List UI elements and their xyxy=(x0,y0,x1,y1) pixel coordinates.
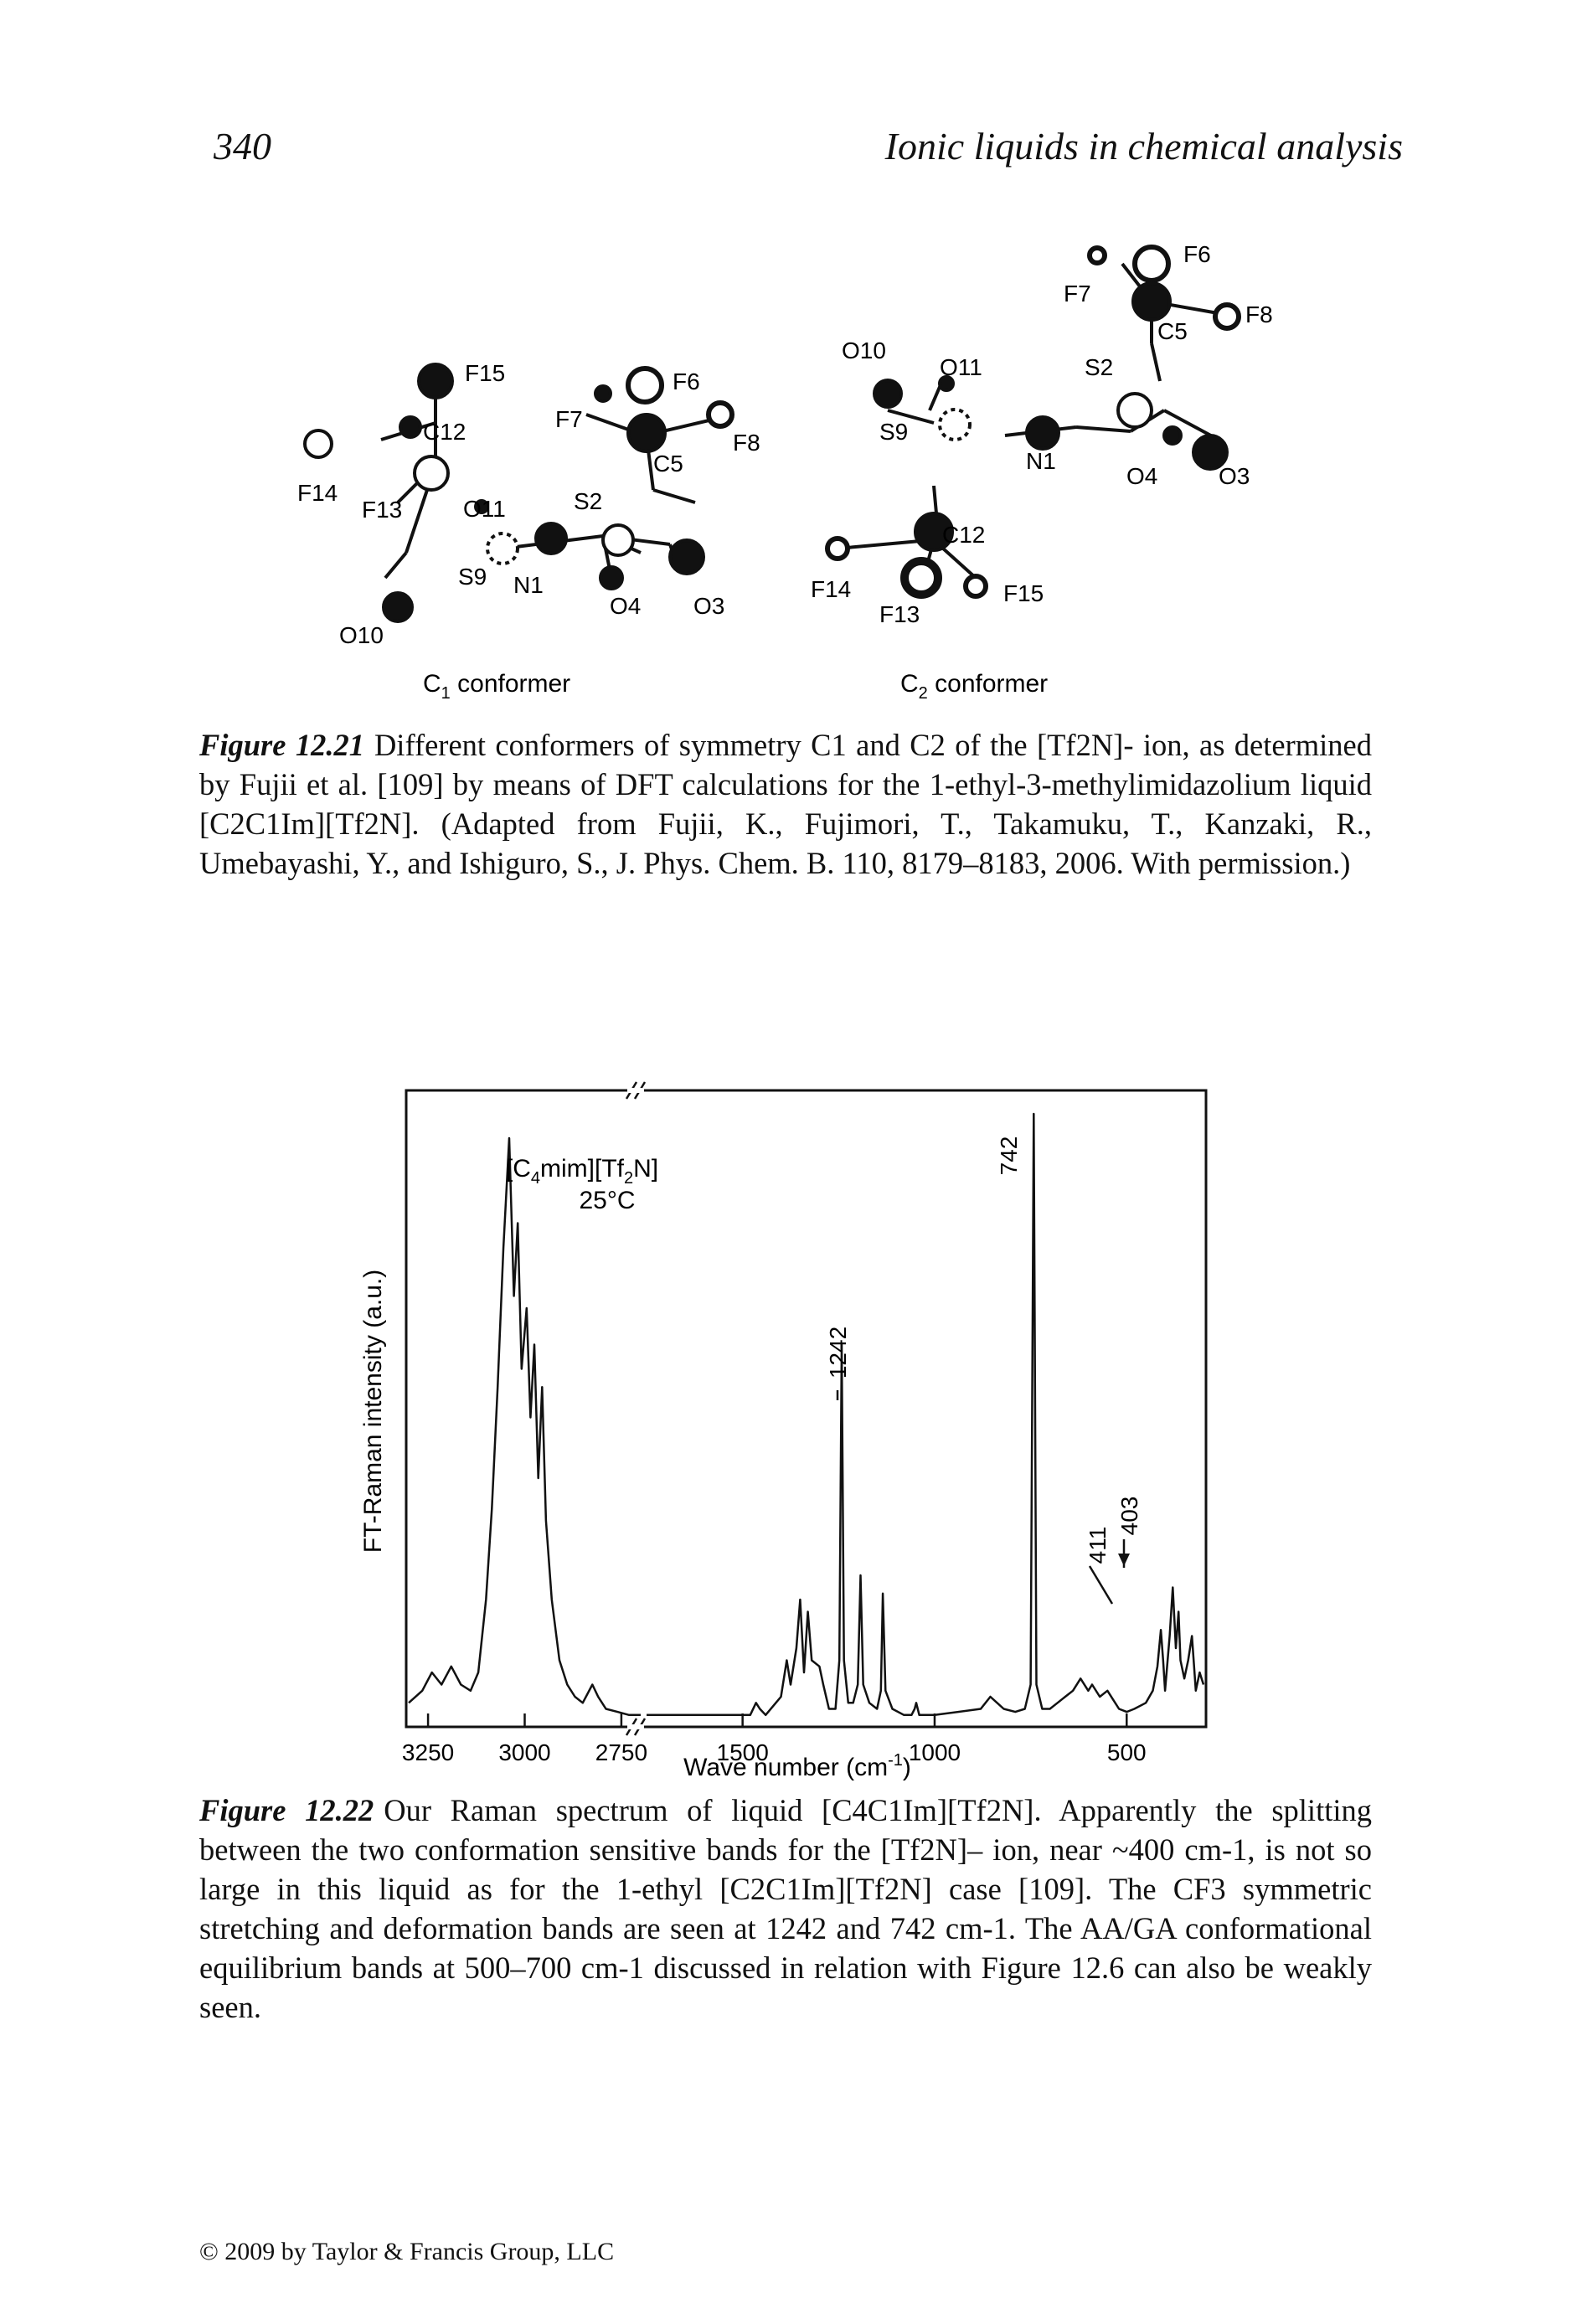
c2-atom-o3: O3 xyxy=(1219,463,1250,489)
c2-atom-n1: N1 xyxy=(1026,448,1056,474)
c1-atom-s2: S2 xyxy=(574,488,602,514)
c2-atom-c5: C5 xyxy=(1157,318,1188,344)
c2-atom-f14: F14 xyxy=(811,576,851,602)
y-axis-label: FT-Raman intensity (a.u.) xyxy=(359,1270,387,1553)
c2-atom-f13: F13 xyxy=(879,601,920,627)
peak-label-403: 403 xyxy=(1116,1497,1142,1536)
c2-atom-f7: F7 xyxy=(1064,281,1091,307)
x-axis-label: Wave number (cm-1) xyxy=(683,1751,911,1781)
c1-atom-o10: O10 xyxy=(339,622,384,648)
spectrum-trace-segment-1 xyxy=(408,1136,641,1717)
c1-atom-c12: C12 xyxy=(423,419,466,445)
c2-atom-f8: F8 xyxy=(1245,301,1273,327)
x-tick-label-2750: 2750 xyxy=(595,1739,647,1765)
axis-break-bottom xyxy=(625,1718,647,1736)
figure-12-22-label: Figure 12.22 xyxy=(199,1793,374,1827)
x-axis-ticks: 3250 3000 2750 1500 1000 500 xyxy=(402,1713,1147,1765)
c2-conformer-label: C2 conformer xyxy=(900,670,1048,703)
x-tick-label-1000: 1000 xyxy=(909,1739,961,1765)
c2-atom-s2: S2 xyxy=(1085,354,1113,380)
c2-atom-f6: F6 xyxy=(1183,241,1211,267)
c1-atom-f14: F14 xyxy=(297,480,338,506)
c1-atom-n1: N1 xyxy=(513,572,544,598)
c1-atom-f15: F15 xyxy=(465,360,505,386)
c2-atom-o10: O10 xyxy=(842,338,886,363)
figure-12-21-label: Figure 12.21 xyxy=(199,728,364,762)
raman-spectrum-chart: 3250 3000 2750 1500 1000 500 [C4mim][Tf2N] 25… xyxy=(359,1081,1208,1781)
plot-frame xyxy=(405,1089,1208,1729)
c1-atom-o11: O11 xyxy=(463,496,506,522)
c1-atom-f7: F7 xyxy=(555,406,583,432)
peak-label-411: 411 xyxy=(1085,1527,1111,1564)
figure-12-21-caption-text: Different conformers of symmetry C1 and … xyxy=(199,728,1372,880)
x-tick-label-3250: 3250 xyxy=(402,1739,454,1765)
c1-atom-f6: F6 xyxy=(673,368,700,394)
spectrum-traces xyxy=(408,1112,1205,1717)
copyright-footer: © 2009 by Taylor & Francis Group, LLC xyxy=(199,2238,615,2265)
c1-conformer-label: C1 conformer xyxy=(423,670,570,703)
peak-annotations: 742 1242 411 403 xyxy=(825,1136,1142,1605)
x-tick-label-3000: 3000 xyxy=(498,1739,550,1765)
c1-atom-o4: O4 xyxy=(610,593,641,619)
c1-atom-s9: S9 xyxy=(458,564,487,590)
axis-break-top xyxy=(625,1081,647,1100)
peak-label-742: 742 xyxy=(996,1136,1022,1176)
c1-atom-f13: F13 xyxy=(362,497,402,523)
x-tick-label-500: 500 xyxy=(1107,1739,1147,1765)
figure-12-22-caption-text: Our Raman spectrum of liquid [C4C1Im][Tf… xyxy=(199,1793,1372,2024)
x-tick-label-1500: 1500 xyxy=(717,1739,769,1765)
c2-conformer-drawing: F6 F7 F8 C5 O10 O11 S2 S9 N1 O4 O3 C12 F… xyxy=(811,241,1273,703)
arrow-403-head xyxy=(1118,1554,1130,1566)
c2-atom-c12: C12 xyxy=(942,522,985,548)
c1-atom-c5: C5 xyxy=(653,451,683,477)
inset-temperature-label: 25°C xyxy=(579,1187,635,1214)
peak-label-1242: 1242 xyxy=(825,1327,851,1378)
c2-atom-o4: O4 xyxy=(1126,463,1157,489)
page-number: 340 xyxy=(214,125,271,167)
arrow-411 xyxy=(1088,1565,1114,1605)
c1-atom-o3: O3 xyxy=(693,593,724,619)
page-header: 340 Ionic liquids in chemical analysis xyxy=(214,124,1403,183)
running-title: Ionic liquids in chemical analysis xyxy=(884,125,1403,167)
c2-atom-f15: F15 xyxy=(1003,580,1044,606)
c2-atom-o11: O11 xyxy=(940,354,982,380)
c1-atom-f8: F8 xyxy=(733,430,760,456)
inset-sample-label: [C4mim][Tf2N] xyxy=(506,1155,658,1188)
spectrum-trace-segment-2 xyxy=(647,1112,1205,1717)
c2-atom-s9: S9 xyxy=(879,419,908,445)
c1-conformer-drawing: F15 C12 F14 F13 O11 S9 O10 N1 F7 F6 C5 F… xyxy=(297,360,760,703)
conformer-figure: F15 C12 F14 F13 O11 S9 O10 N1 F7 F6 C5 F… xyxy=(297,241,1273,703)
